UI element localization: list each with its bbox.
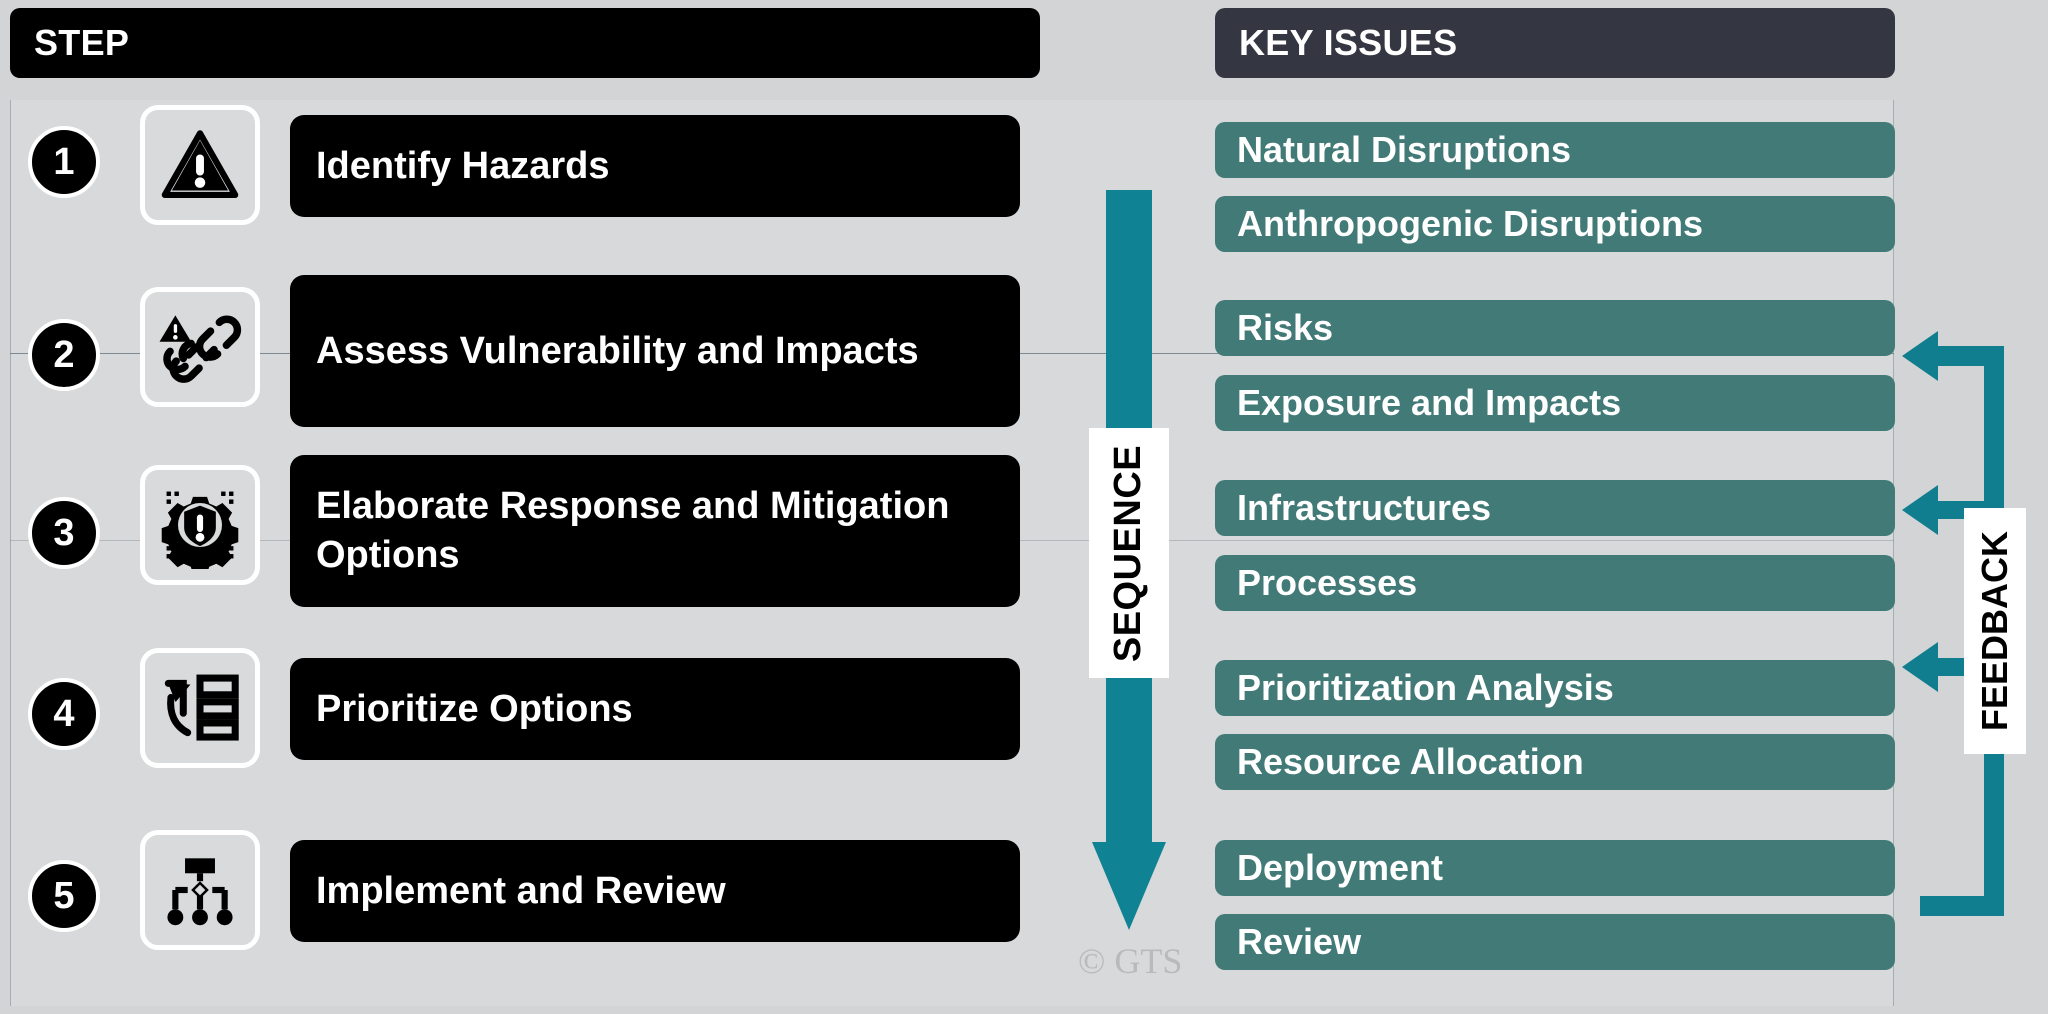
key-issue-pill: Prioritization Analysis [1215, 660, 1895, 716]
key-issue-pill: Processes [1215, 555, 1895, 611]
step-label: Identify Hazards [316, 144, 610, 187]
key-issues-column-header: KEY ISSUES [1215, 8, 1895, 78]
feedback-arrow-bottom-leg [1920, 896, 2004, 916]
step-label: Assess Vulnerability and Impacts [316, 329, 919, 372]
step-label: Implement and Review [316, 869, 726, 912]
broken-chain-warning-icon [140, 287, 260, 407]
feedback-label: FEEDBACK [1974, 530, 2016, 732]
feedback-arrow-tip [1902, 642, 1938, 692]
gear-shield-alert-icon [140, 465, 260, 585]
key-issue-pill: Exposure and Impacts [1215, 375, 1895, 431]
step-column-header-label: STEP [34, 22, 130, 63]
key-issue-pill: Anthropogenic Disruptions [1215, 196, 1895, 252]
step-number-badge: 3 [28, 497, 100, 569]
step-column-header: STEP [10, 8, 1040, 78]
key-issue-label: Anthropogenic Disruptions [1237, 203, 1703, 244]
step-label-pill: Assess Vulnerability and Impacts [290, 275, 1020, 427]
step-number-badge: 1 [28, 126, 100, 198]
step-label-pill: Prioritize Options [290, 658, 1020, 760]
key-issue-label: Prioritization Analysis [1237, 667, 1614, 708]
key-issue-label: Natural Disruptions [1237, 129, 1572, 170]
key-issue-pill: Natural Disruptions [1215, 122, 1895, 178]
step-row: 3 Elaborate Response and Mitigation Opti… [0, 455, 1040, 615]
step-number-badge: 2 [28, 319, 100, 391]
step-row: 2 Assess Vulnerability and Impacts [0, 275, 1040, 435]
feedback-arrow-arm [1936, 347, 2004, 365]
step-number-badge: 4 [28, 678, 100, 750]
step-row: 5 Implement and Review [0, 822, 1040, 972]
key-issue-pill: Infrastructures [1215, 480, 1895, 536]
band-left-edge [10, 100, 11, 1006]
key-issue-label: Processes [1237, 562, 1418, 603]
feedback-label-box: FEEDBACK [1964, 508, 2026, 754]
key-issue-pill: Resource Allocation [1215, 734, 1895, 790]
key-issues-column-header-label: KEY ISSUES [1239, 22, 1458, 63]
key-issue-pill: Deployment [1215, 840, 1895, 896]
feedback-arrow: FEEDBACK [1900, 330, 2048, 930]
key-issue-pill: Review [1215, 914, 1895, 970]
sequence-arrow: SEQUENCE [1089, 190, 1169, 930]
step-row: 1 Identify Hazards [0, 100, 1040, 232]
step-label-pill: Identify Hazards [290, 115, 1020, 217]
feedback-arrow-tip [1902, 331, 1938, 381]
step-row: 4 Prioritize Options [0, 640, 1040, 790]
hierarchy-tree-icon [140, 830, 260, 950]
reorder-list-arrow-icon [140, 648, 260, 768]
step-number-badge: 5 [28, 860, 100, 932]
watermark: © GTS [1078, 941, 1183, 981]
key-issue-label: Deployment [1237, 847, 1444, 888]
key-issue-label: Resource Allocation [1237, 741, 1584, 782]
sequence-arrow-head [1092, 842, 1166, 930]
step-label-pill: Implement and Review [290, 840, 1020, 942]
key-issue-pill: Risks [1215, 300, 1895, 356]
band-right-edge [1893, 100, 1894, 1006]
sequence-label-box: SEQUENCE [1089, 428, 1169, 678]
key-issue-label: Infrastructures [1237, 487, 1492, 528]
feedback-arrow-tip [1902, 485, 1938, 535]
key-issue-label: Risks [1237, 307, 1334, 348]
sequence-label: SEQUENCE [1107, 444, 1150, 662]
warning-triangle-icon [140, 105, 260, 225]
key-issue-label: Exposure and Impacts [1237, 382, 1622, 423]
step-label: Prioritize Options [316, 687, 633, 730]
step-label: Elaborate Response and Mitigation Option… [316, 485, 950, 576]
key-issue-label: Review [1237, 921, 1362, 962]
step-label-pill: Elaborate Response and Mitigation Option… [290, 455, 1020, 607]
